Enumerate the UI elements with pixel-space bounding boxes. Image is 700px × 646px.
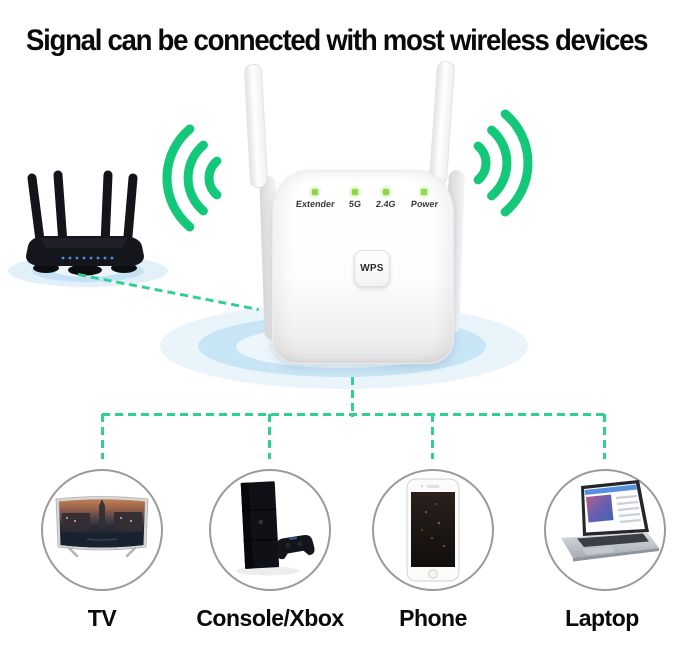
wifi-signal-arcs-icon (473, 109, 533, 217)
connection-line-extender-stem (351, 377, 354, 417)
device-label-console: Console/Xbox (196, 605, 344, 631)
led-2-4g: 2.4G (376, 189, 397, 209)
device-circle-tv (41, 469, 163, 591)
connection-line-drop-phone (431, 414, 434, 459)
device-circle-phone (372, 469, 494, 591)
led-5g: 5G (349, 189, 362, 209)
device-circle-laptop (544, 469, 666, 591)
wps-button: WPS (354, 250, 390, 287)
led-indicator-icon (421, 189, 428, 195)
tv-icon (55, 496, 149, 558)
led-extender: Extender (295, 189, 335, 209)
wifi-signal-arcs-icon (162, 124, 222, 232)
device-label-laptop: Laptop (565, 605, 639, 631)
antenna-left (243, 63, 269, 189)
led-power: Power (410, 189, 438, 209)
led-indicator-icon (352, 189, 359, 195)
led-indicator-icon (312, 189, 319, 195)
device-label-phone: Phone (399, 605, 467, 631)
laptop-icon (561, 480, 659, 562)
connection-line-drop-tv (101, 414, 104, 459)
game-console-icon (236, 481, 315, 576)
connection-line-drop-laptop (603, 414, 606, 459)
device-label-tv: TV (87, 605, 117, 631)
device-circle-console (209, 469, 331, 591)
wifi-router-icon (26, 170, 144, 276)
connection-line-drop-console (268, 414, 271, 459)
smartphone-icon (406, 478, 460, 582)
connection-line-horizontal (102, 413, 606, 416)
page-title: Signal can be connected with most wirele… (26, 24, 649, 58)
led-status-row: Extender 5G 2.4G Power (295, 189, 438, 209)
antenna-right (428, 60, 456, 186)
led-indicator-icon (383, 189, 390, 195)
